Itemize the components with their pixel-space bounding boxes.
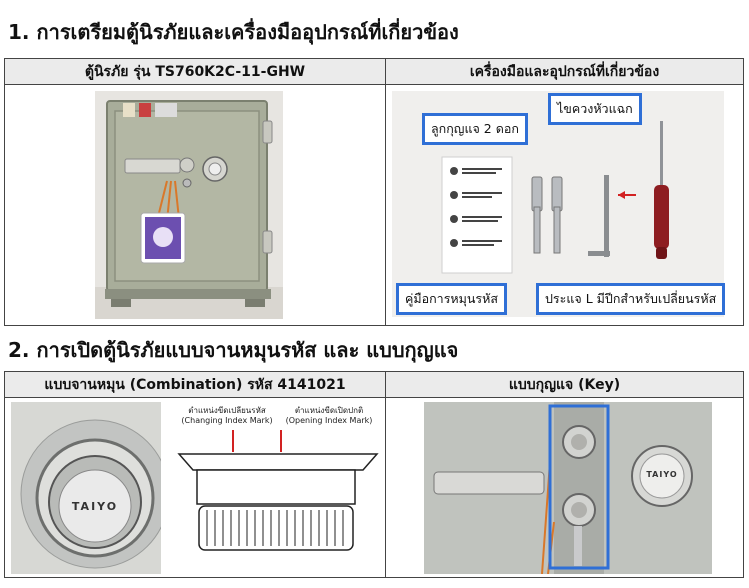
tools-illustration [441, 121, 669, 274]
safe-photo-cell [5, 85, 385, 325]
key-lock-photo: TAIYO [424, 402, 712, 574]
dial-illustration [20, 419, 161, 569]
combination-header: แบบจานหมุน (Combination) รหัส 4141021 [5, 372, 385, 398]
combination-cell: TAIYO ตำแหน่งขีดเปลี่ยนรหัส (Changing In… [5, 398, 385, 577]
open-index-label: ตำแหน่งขีดเปิดปกติ (Opening Index Mark) [281, 406, 377, 426]
safe-model-header: ตู้นิรภัย รุ่น TS760K2C-11-GHW [5, 59, 385, 85]
tools-header: เครื่องมือและอุปกรณ์ที่เกี่ยวข้อง [385, 59, 743, 85]
key-dial-brand-label: TAIYO [646, 470, 678, 479]
dial-brand-label: TAIYO [71, 500, 119, 513]
safe-photo [95, 91, 283, 319]
keys-callout: ลูกกุญแจ 2 ดอก [422, 113, 528, 145]
lwrench-callout: ประแจ L มีปีกสำหรับเปลี่ยนรหัส [536, 283, 726, 315]
key-lock-illustration [424, 402, 712, 574]
key-header: แบบกุญแจ (Key) [385, 372, 743, 398]
tools-photo-cell: ลูกกุญแจ 2 ดอก ไขควงหัวแฉก คู่มือการหมุน… [385, 85, 743, 325]
tools-photo [392, 91, 724, 317]
section1-table: ตู้นิรภัย รุ่น TS760K2C-11-GHW เครื่องมื… [4, 58, 744, 326]
open-index-th: ตำแหน่งขีดเปิดปกติ [294, 406, 364, 415]
safe-illustration [95, 100, 283, 319]
change-index-en: (Changing Index Mark) [181, 416, 273, 425]
key-cell: TAIYO [385, 398, 743, 577]
dial-diagram: ตำแหน่งขีดเปลี่ยนรหัส (Changing Index Ma… [173, 406, 381, 574]
dial-diagram-illustration [177, 430, 379, 551]
manual-callout: คู่มือการหมุนรหัส [396, 283, 508, 315]
section2-table: แบบจานหมุน (Combination) รหัส 4141021 แบ… [4, 371, 744, 578]
section1-title: 1. การเตรียมตู้นิรภัยและเครื่องมืออุปกรณ… [8, 20, 459, 44]
section2-title: 2. การเปิดตู้นิรภัยแบบจานหมุนรหัส และ แบ… [8, 338, 459, 362]
change-index-label: ตำแหน่งขีดเปลี่ยนรหัส (Changing Index Ma… [179, 406, 275, 426]
change-index-th: ตำแหน่งขีดเปลี่ยนรหัส [188, 406, 266, 415]
dial-photo: TAIYO [11, 402, 161, 574]
open-index-en: (Opening Index Mark) [285, 416, 373, 425]
screwdriver-callout: ไขควงหัวแฉก [548, 93, 642, 125]
